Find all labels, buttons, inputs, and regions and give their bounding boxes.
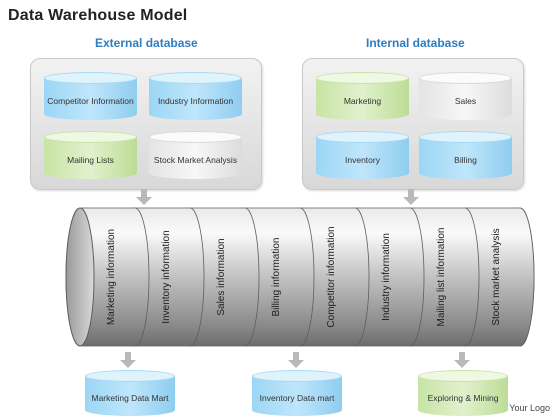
- exploring-mining: Exploring & Mining: [418, 370, 508, 416]
- db-mailing-lists: Mailing Lists: [44, 131, 137, 179]
- db-sales: Sales: [419, 72, 512, 120]
- db-label: Marketing: [343, 95, 382, 106]
- external-database-title: External database: [95, 36, 198, 50]
- data-warehouse-cylinder: Stock market analysis Mailing list inform…: [65, 207, 535, 347]
- db-label: Sales: [454, 95, 477, 106]
- output-label: Marketing Data Mart: [91, 392, 169, 403]
- db-billing: Billing: [419, 131, 512, 179]
- warehouse-segment-label: Sales information: [216, 238, 227, 315]
- data-mart-inventory: Inventory Data mart: [252, 370, 342, 416]
- internal-database-panel: Marketing Sales Inventory Billing: [302, 58, 524, 190]
- warehouse-segment-label: Billing information: [271, 238, 282, 317]
- db-stock-market-analysis: Stock Market Analysis: [149, 131, 242, 179]
- db-marketing: Marketing: [316, 72, 409, 120]
- internal-database-title: Internal database: [366, 36, 465, 50]
- data-mart-marketing: Marketing Data Mart: [85, 370, 175, 416]
- db-label: Inventory: [345, 154, 380, 165]
- db-competitor-information: Competitor Information: [44, 72, 137, 120]
- external-database-panel: Competitor Information Industry Informat…: [30, 58, 262, 190]
- cylinder-front-cap: [65, 207, 95, 347]
- logo-text: Your Logo: [509, 403, 550, 413]
- db-label: Billing: [454, 154, 477, 165]
- db-label: Stock Market Analysis: [153, 154, 238, 165]
- db-label: Industry Information: [157, 95, 234, 106]
- warehouse-segment-label: Marketing information: [106, 229, 117, 325]
- output-label: Exploring & Mining: [427, 392, 499, 403]
- db-industry-information: Industry Information: [149, 72, 242, 120]
- db-label: Competitor Information: [47, 95, 134, 106]
- db-label: Mailing Lists: [67, 154, 114, 165]
- warehouse-segment-label: Competitor information: [326, 226, 337, 327]
- db-inventory: Inventory: [316, 131, 409, 179]
- warehouse-segment-label: Mailing list information: [436, 228, 447, 327]
- warehouse-segment-label: Stock market analysis: [491, 228, 502, 325]
- output-label: Inventory Data mart: [259, 392, 335, 403]
- warehouse-segment-label: Industry information: [381, 233, 392, 321]
- warehouse-segment-label: Inventory information: [161, 230, 172, 323]
- page-title: Data Warehouse Model: [8, 7, 188, 24]
